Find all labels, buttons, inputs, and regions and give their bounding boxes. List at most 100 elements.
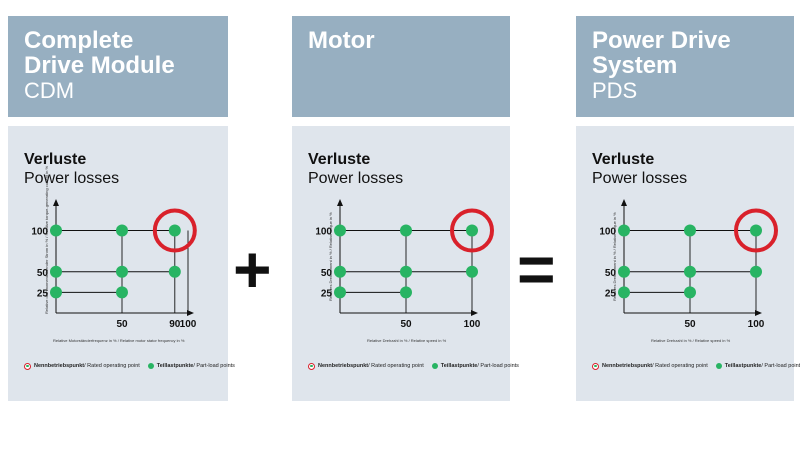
legend-part-de: Teillastpunkte — [440, 363, 478, 369]
part-load-point — [334, 265, 346, 278]
x-tick-label: 100 — [464, 319, 481, 330]
part-load-point — [400, 265, 412, 278]
legend-rated: Nennbetriebspunkt / Rated operating poin… — [24, 362, 140, 370]
y-axis-label: Relatives Drehmoment in % / Relative tor… — [612, 212, 617, 301]
panel-title-de: Verluste — [592, 151, 655, 168]
x-tick-label: 50 — [400, 319, 412, 330]
rated-point-icon — [592, 362, 599, 370]
y-tick-label: 100 — [599, 227, 616, 238]
part-load-point — [466, 265, 478, 278]
legend-rated-de: Nennbetriebspunkt — [602, 363, 653, 369]
legend-rated-de: Nennbetriebspunkt — [318, 363, 369, 369]
rated-operating-point — [750, 224, 762, 237]
legend-rated-de: Nennbetriebspunkt — [34, 363, 85, 369]
legend-rated-en: / Rated operating point — [368, 363, 424, 369]
x-axis-arrow — [187, 310, 194, 316]
panel-motor: Verluste Power losses 100 50 25 50 100 Relat… — [292, 126, 519, 401]
part-load-point — [116, 265, 128, 278]
header-title-line1: Power Drive — [592, 27, 731, 54]
x-tick-label: 100 — [180, 319, 197, 330]
header-title-line2: Drive Module — [24, 52, 175, 79]
part-load-point — [334, 224, 346, 237]
panel-title-en: Power losses — [308, 170, 404, 187]
y-axis-arrow — [53, 199, 59, 206]
panel-title-en: Power losses — [24, 170, 120, 187]
panel-title: Verluste Power losses — [308, 150, 403, 188]
x-tick-label: 90 — [169, 319, 181, 330]
header-title-line1: Motor — [308, 27, 375, 54]
y-axis-label: Relative drehmomentbildender Strom in % … — [44, 165, 49, 314]
part-load-point-icon — [147, 363, 154, 369]
part-load-point — [168, 265, 181, 278]
legend: Nennbetriebspunkt / Rated operating poin… — [24, 359, 243, 373]
y-tick-label: 50 — [321, 268, 333, 279]
part-load-point — [400, 224, 412, 237]
y-axis-arrow — [337, 199, 343, 206]
rated-point-ring — [152, 208, 197, 253]
part-load-point — [334, 286, 346, 299]
part-load-point — [50, 286, 62, 299]
legend: Nennbetriebspunkt / Rated operating poin… — [308, 359, 527, 373]
legend: Nennbetriebspunkt / Rated operating poin… — [592, 359, 800, 373]
x-axis-label: Relative Drehzahl in % / Relative speed … — [367, 338, 447, 343]
y-axis-arrow — [621, 199, 627, 206]
header-abbr: CDM — [24, 78, 75, 103]
part-load-point — [400, 286, 412, 299]
part-load-point-icon — [715, 363, 722, 369]
equals-sign: = — [517, 232, 556, 306]
rated-operating-point — [168, 224, 181, 237]
x-axis-arrow — [755, 310, 762, 316]
y-tick-label: 25 — [37, 288, 49, 299]
part-load-point — [684, 224, 696, 237]
loss-diagram-pds: 100 50 25 50 100 Relatives Drehmoment in % /… — [599, 199, 778, 343]
part-load-point — [116, 286, 128, 299]
legend-part-de: Teillastpunkte — [724, 363, 762, 369]
legend-part-de: Teillastpunkte — [156, 363, 194, 369]
x-axis-label: Relative Motorständerfrequenz in % / Rel… — [53, 338, 185, 343]
rated-point-icon — [24, 362, 31, 370]
rated-point-ring — [450, 208, 494, 253]
y-tick-label: 50 — [37, 268, 49, 279]
panel-title: Verluste Power losses — [592, 150, 687, 188]
part-load-point — [618, 265, 630, 278]
x-axis-arrow — [471, 310, 478, 316]
panel-title: Verluste Power losses — [24, 150, 119, 188]
part-load-point — [684, 265, 696, 278]
panel-title-en: Power losses — [592, 170, 688, 187]
y-axis-label: Relatives Drehmoment in % / Relative tor… — [328, 212, 333, 301]
legend-part: Teillastpunkte / Part-load points — [147, 363, 235, 369]
part-load-point — [684, 286, 696, 299]
x-tick-label: 50 — [116, 319, 128, 330]
part-load-point — [750, 265, 762, 278]
y-tick-label: 25 — [605, 288, 617, 299]
legend-part-en: / Part-load points — [477, 363, 519, 369]
header-cdm: Complete Drive Module CDM — [8, 16, 228, 117]
part-load-point — [50, 224, 62, 237]
rated-operating-point — [466, 224, 478, 237]
part-load-point — [618, 286, 630, 299]
legend-rated: Nennbetriebspunkt / Rated operating poin… — [308, 362, 424, 370]
legend-rated: Nennbetriebspunkt / Rated operating poin… — [592, 362, 708, 370]
panel-title-de: Verluste — [308, 151, 371, 168]
header-pds: Power Drive System PDS — [576, 16, 794, 117]
header-title-line2: System — [592, 52, 678, 79]
header-abbr: PDS — [592, 78, 638, 103]
part-load-point — [116, 224, 128, 237]
x-axis-label: Relative Drehzahl in % / Relative speed … — [651, 338, 731, 343]
header-title-line1: Complete — [24, 27, 134, 54]
y-tick-label: 25 — [321, 288, 333, 299]
part-load-point — [618, 224, 630, 237]
loss-diagram-motor: 100 50 25 50 100 Relatives Drehmoment in % /… — [315, 199, 494, 343]
y-tick-label: 100 — [315, 227, 332, 238]
part-load-point — [50, 265, 62, 278]
legend-part-en: / Part-load points — [193, 363, 235, 369]
legend-part: Teillastpunkte / Part-load points — [715, 363, 800, 369]
legend-part-en: / Part-load points — [761, 363, 800, 369]
part-load-point-icon — [431, 363, 438, 369]
x-tick-label: 100 — [748, 319, 765, 330]
panel-title-de: Verluste — [24, 151, 87, 168]
x-tick-label: 50 — [684, 319, 696, 330]
y-tick-label: 50 — [605, 268, 617, 279]
